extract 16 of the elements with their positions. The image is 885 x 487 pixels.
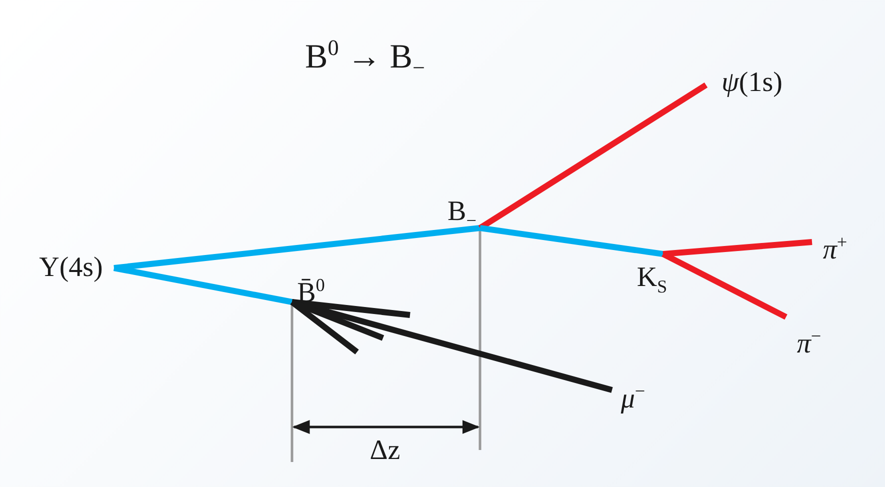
particle-track [113, 265, 293, 305]
particle-label: ψ(1s) [706, 66, 798, 100]
particle-track [480, 225, 664, 257]
particle-track [662, 251, 788, 320]
vertex-label: B$_{−}$ [444, 196, 480, 228]
title: B$^{0}$ → B$_{−}$ [304, 34, 426, 68]
particle-label: Υ(4s) [28, 252, 114, 284]
particle-track [662, 239, 812, 257]
particle-track [290, 299, 384, 341]
particle-track [114, 225, 480, 271]
vertex-label: K$_{S}$ [630, 254, 674, 302]
particle-label: π$^{+}$ [812, 226, 858, 258]
dimension-label: Δz [368, 434, 402, 468]
particle-track [292, 299, 410, 318]
particle-label: π$^{−}$ [786, 316, 832, 356]
particle-track [290, 300, 359, 354]
